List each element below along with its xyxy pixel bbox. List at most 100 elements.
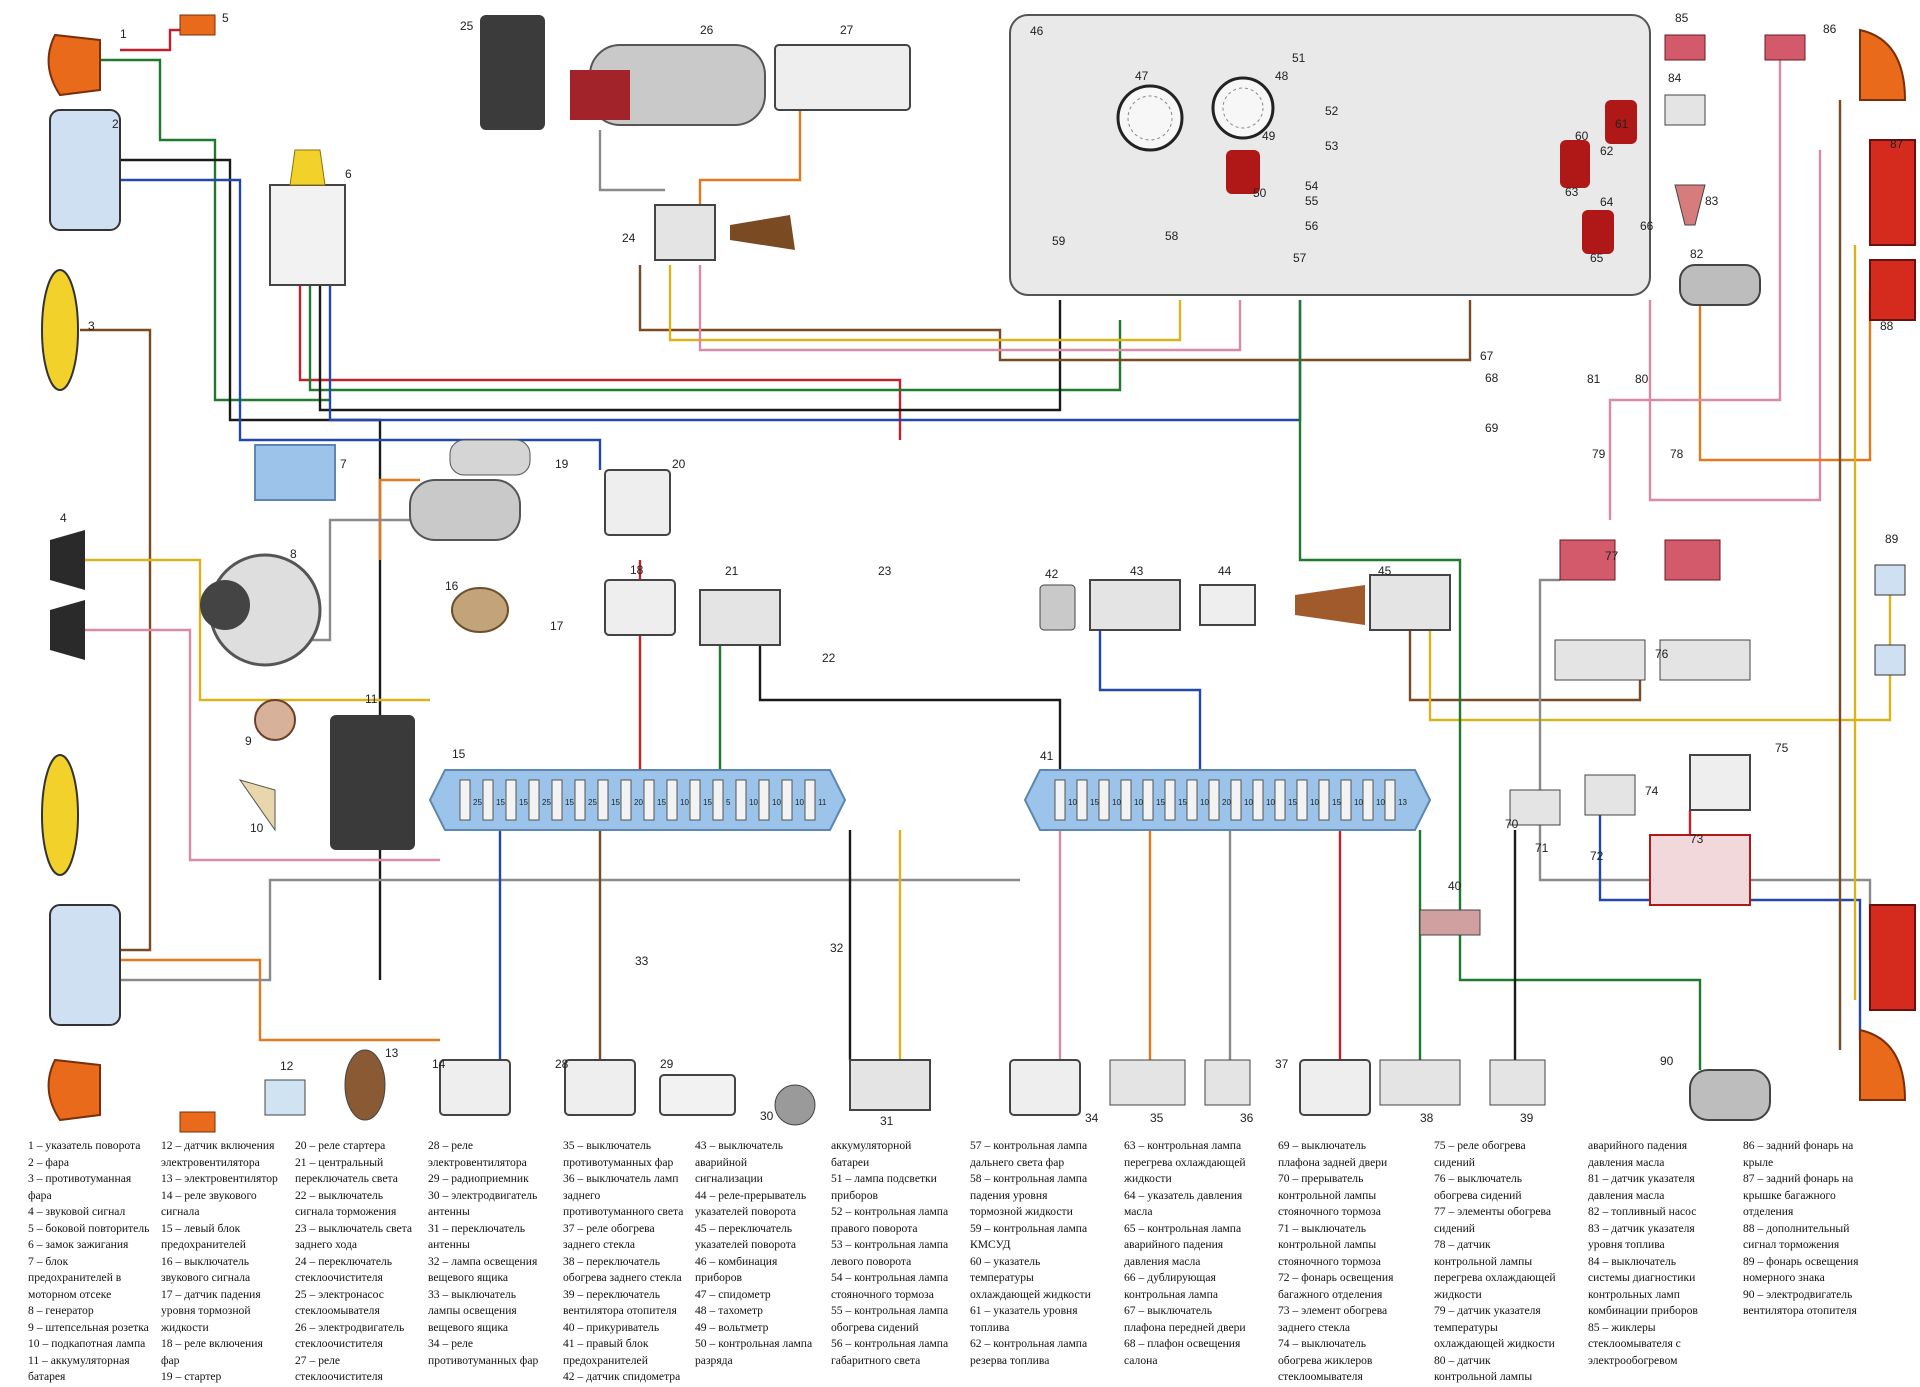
callout-35: 35 [1150,1111,1164,1125]
callout-71: 71 [1535,841,1549,855]
callout-56: 56 [1305,219,1319,233]
fuse [459,779,471,821]
legend-line: 64 – указатель давления [1124,1188,1243,1202]
callout-87: 87 [1890,137,1904,151]
legend-line: давления масла [1588,1188,1665,1202]
fuse-rating: 10 [1244,798,1253,807]
legend-line: лампы освещения [428,1304,517,1317]
fuse-rating: 15 [657,798,666,807]
legend-line: 48 – тахометр [695,1304,763,1317]
callout-3: 3 [88,319,95,333]
callout-73: 73 [1690,832,1704,846]
fuse-rating: 5 [726,798,731,807]
fuse-rating: 10 [1134,798,1143,807]
legend-line: топлива [970,1320,1010,1334]
legend-line: 13 – электровентилятор [161,1172,278,1185]
callout-38: 38 [1420,1111,1434,1125]
fuse-rating: 10 [1200,798,1209,807]
legend-line: 63 – контрольная лампа [1124,1139,1242,1152]
callout-54: 54 [1305,179,1319,193]
legend-line: стеклоомывателя [295,1304,380,1317]
callout-31: 31 [880,1114,894,1128]
fuse [620,779,632,821]
legend-line: комбинации приборов [1588,1304,1698,1317]
fuse [1098,779,1110,821]
legend-line: 18 – реле включения [161,1337,263,1350]
legend-line: 1 – указатель поворота [28,1139,141,1152]
legend-line: 21 – центральный [295,1155,384,1169]
callout-11: 11 [365,692,378,706]
callout-34: 34 [1085,1111,1099,1125]
legend-line: 45 – переключатель [695,1221,793,1235]
legend-line: разряда [695,1353,733,1367]
wire [598,130,665,192]
legend-line: 77 – элементы обогрева [1434,1205,1551,1218]
fuse-rating: 15 [565,798,574,807]
legend-line: 29 – радиоприемник [428,1172,529,1185]
callout-69: 69 [1485,421,1499,435]
callout-81: 81 [1587,372,1601,386]
callout-44: 44 [1218,564,1232,578]
wire [378,478,420,560]
legend-line: системы диагностики [1588,1271,1696,1284]
legend-line: электровентилятора [161,1155,260,1169]
fuse-rating: 15 [1156,798,1165,807]
fuse-rating: 15 [1178,798,1187,807]
legend-line: 30 – электродвигатель [428,1188,538,1202]
callout-70: 70 [1505,817,1519,831]
legend-line: 81 – датчик указателя [1588,1172,1695,1185]
legend-line: перегрева охлаждающей [1434,1271,1556,1284]
legend-line: 62 – контрольная лампа [970,1337,1088,1350]
callout-60: 60 [1575,129,1589,143]
wire [120,958,440,1042]
legend-line: 39 – переключатель [563,1287,661,1301]
legend-line: сидений [1434,1155,1476,1169]
callout-63: 63 [1565,185,1579,199]
wire [1608,60,1782,520]
legend-line: переключатель света [295,1172,398,1185]
callout-5: 5 [222,11,229,25]
fuse [689,779,701,821]
legend-line: жидкости [1124,1172,1172,1185]
wire [120,878,1020,982]
legend-line: указателей поворота [695,1205,797,1218]
fuse [1296,779,1308,821]
legend-line: звукового сигнала [161,1271,251,1284]
legend-line: контрольной лампы [1278,1238,1377,1251]
legend-line: 19 – стартер [161,1370,222,1383]
fuse-rating: 15 [703,798,712,807]
callout-41: 41 [1040,749,1054,763]
callout-39: 39 [1520,1111,1534,1125]
legend-line: моторном отсеке [28,1287,112,1301]
wire [318,285,1062,412]
fuse [1384,779,1396,821]
legend-line: 80 – датчик [1434,1353,1491,1367]
legend-line: перегрева охлаждающей [1124,1155,1246,1169]
legend-line: приборов [831,1188,878,1202]
fuse-rating: 10 [1376,798,1385,807]
legend-line: 53 – контрольная лампа [831,1238,949,1251]
callout-27: 27 [840,23,854,37]
callout-76: 76 [1655,647,1669,661]
legend-line: 34 – реле [428,1337,474,1350]
wire [698,265,1242,352]
callout-67: 67 [1480,349,1494,363]
legend-line: 31 – переключатель [428,1221,526,1235]
legend-line: 35 – выключатель [563,1139,652,1152]
legend-line: вентилятора отопителя [1743,1304,1857,1317]
legend-line: 46 – комбинация [695,1254,778,1268]
legend-line: 33 – выключатель [428,1287,517,1301]
legend-line: температуры [970,1271,1034,1284]
callout-74: 74 [1645,784,1659,798]
legend-line: плафона передней двери [1124,1320,1246,1334]
legend-line: приборов [695,1271,742,1284]
legend-line: 25 – электронасос [295,1287,384,1301]
callout-21: 21 [725,564,739,578]
callout-90: 90 [1660,1054,1674,1068]
